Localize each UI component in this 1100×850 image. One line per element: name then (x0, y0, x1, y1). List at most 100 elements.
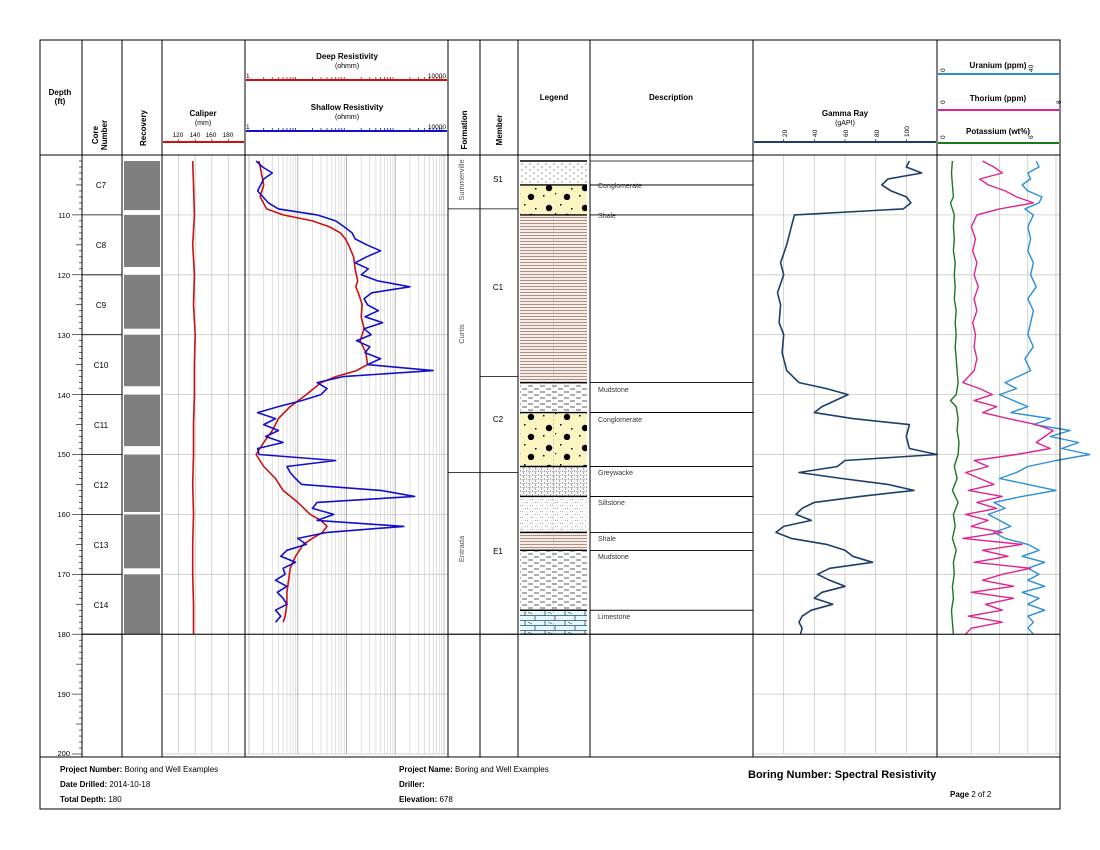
depth-label-180: 180 (57, 630, 70, 639)
footer-project-number-value: Boring and Well Examples (124, 765, 219, 774)
lithology-description: Siltstone (598, 500, 625, 507)
shallow-resistivity-curve (255, 160, 434, 623)
caliper-tick-160: 160 (206, 132, 217, 139)
footer-project-number-label: Project Number: (60, 765, 123, 774)
depth-label-120: 120 (57, 271, 70, 280)
depth-label-200: 200 (57, 749, 70, 758)
formation-labels: Summerville Curtis Entrada (457, 159, 466, 562)
uranium-scale-min: 0 (940, 68, 947, 72)
depth-label-150: 150 (57, 450, 70, 459)
lithology-description: Greywacke (598, 470, 633, 477)
footer-project-name-label: Project Name: (399, 765, 453, 774)
lithology-descriptions: Conglomerate Shale Mudstone Conglomerate… (598, 183, 642, 621)
core-label: C10 (94, 361, 109, 370)
lithology-limestone (520, 610, 587, 635)
footer-boring-number: Boring Number: Spectral Resistivity (748, 769, 937, 781)
footer-elevation: Elevation: 678 (399, 795, 453, 804)
core-label: C7 (96, 181, 107, 190)
member-label: C1 (493, 283, 504, 292)
caliper-header-unit: (mm) (195, 120, 211, 127)
footer-date-drilled-label: Date Drilled: (60, 780, 108, 789)
lithology-shale (520, 214, 587, 383)
footer-driller-label: Driller: (399, 780, 425, 789)
footer-driller: Driller: (399, 780, 425, 789)
core-label: C9 (96, 301, 107, 310)
gamma-tick-80: 80 (874, 129, 881, 137)
lithology-description: Limestone (598, 614, 630, 621)
column-headers: Depth (ft) Core Number Recovery Caliper … (49, 52, 1031, 150)
gamma-tick-40: 40 (812, 129, 819, 137)
log-curves (191, 160, 1091, 635)
footer-elevation-label: Elevation: (399, 795, 438, 804)
description-header: Description (649, 93, 693, 102)
member-header: Member (495, 115, 504, 146)
shallow-resistivity-header-unit: (ohmm) (335, 114, 359, 121)
caliper-tick-120: 120 (173, 132, 184, 139)
gamma-tick-60: 60 (843, 129, 850, 137)
depth-label-160: 160 (57, 510, 70, 519)
caliper-header-title: Caliper (189, 109, 216, 118)
formation-label-summerville: Summerville (457, 159, 466, 200)
depth-header-line2: (ft) (55, 97, 66, 106)
formation-header: Formation (460, 110, 469, 149)
depth-label-190: 190 (57, 690, 70, 699)
gamma-tick-100: 100 (904, 126, 911, 137)
uranium-header-title: Uranium (ppm) (970, 61, 1027, 70)
deep-scale-min: 1 (246, 73, 250, 80)
core-number-header-line1: Core (91, 125, 100, 144)
caliper-tick-140: 140 (190, 132, 201, 139)
member-label: S1 (493, 175, 503, 184)
footer-project-name: Project Name: Boring and Well Examples (399, 765, 549, 774)
caliper-tick-180: 180 (223, 132, 234, 139)
gamma-ray-header-unit: (gAPI) (835, 120, 855, 127)
core-label: C12 (94, 481, 109, 490)
core-label: C8 (96, 241, 107, 250)
recovery-bar (124, 214, 160, 268)
recovery-bar (124, 454, 160, 513)
deep-resistivity-curve (255, 160, 369, 623)
depth-header-line1: Depth (49, 88, 72, 97)
recovery-bar (124, 574, 160, 635)
lithology-description: Shale (598, 536, 616, 543)
lithology-siltstone (520, 496, 587, 533)
recovery-bar (124, 514, 160, 569)
depth-label-110: 110 (58, 211, 70, 220)
footer-project-number: Project Number: Boring and Well Examples (60, 765, 218, 774)
recovery-bar (124, 394, 160, 447)
core-labels: C7 C8 C9 C10 C11 C12 C13 C14 (94, 181, 109, 610)
recovery-header: Recovery (139, 109, 148, 146)
depth-axis-labels: 110 120 130 140 150 160 170 180 190 200 (57, 211, 70, 758)
lithology-sandstone (520, 160, 587, 185)
core-label: C14 (94, 601, 109, 610)
thorium-scale-max: 8 (1056, 100, 1063, 104)
member-label: C2 (493, 415, 504, 424)
potassium-header-title: Potassium (wt%) (966, 127, 1030, 136)
shallow-resistivity-header-title: Shallow Resistivity (311, 103, 384, 112)
core-label: C11 (94, 421, 109, 430)
depth-label-130: 130 (57, 331, 70, 340)
thorium-scale-min: 0 (940, 100, 947, 104)
formation-label-curtis: Curtis (457, 324, 466, 344)
lithology-description: Shale (598, 213, 616, 220)
lithology-conglomerate (520, 184, 587, 215)
thorium-header-title: Thorium (ppm) (970, 94, 1027, 103)
uranium-scale-max: 40 (1028, 64, 1035, 72)
lithology-description: Conglomerate (598, 417, 642, 424)
deep-resistivity-header-unit: (ohmm) (335, 63, 359, 70)
recovery-bar (124, 274, 160, 329)
gamma-tick-20: 20 (782, 129, 789, 137)
recovery-bar (124, 334, 160, 387)
header-scale-labels: 1 10000 1 10000 120 140 160 180 20 40 60… (173, 64, 1063, 139)
shallow-scale-max: 10000 (428, 124, 446, 131)
footer-page: Page 2 of 2 (950, 790, 991, 799)
report-footer: Project Number: Boring and Well Examples… (40, 757, 1060, 809)
formation-label-entrada: Entrada (457, 535, 466, 562)
potassium-curve (949, 160, 960, 635)
footer-total-depth-value: 180 (108, 795, 122, 804)
uranium-curve (987, 160, 1091, 635)
potassium-scale-min: 0 (940, 135, 947, 139)
outer-frame (39, 39, 1061, 810)
footer-elevation-value: 678 (439, 795, 453, 804)
footer-date-drilled-value: 2014-10-18 (109, 780, 151, 789)
